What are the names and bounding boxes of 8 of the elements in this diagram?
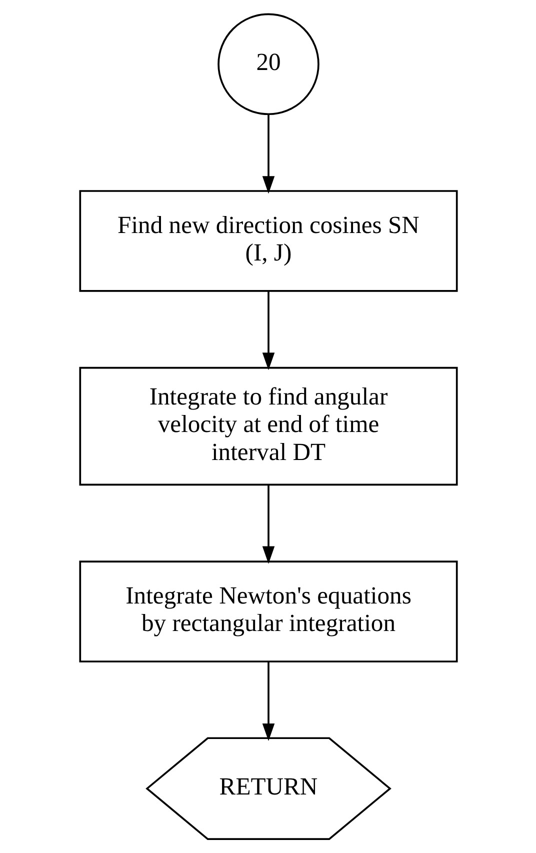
arrow (262, 484, 274, 564)
arrow (262, 114, 274, 194)
node-box: Integrate Newton's equations by rectangular integration (78, 560, 458, 662)
arrow (262, 662, 274, 742)
node-circle: 20 (217, 13, 319, 116)
node-box: Find new direction cosines SN (I, J) (78, 190, 458, 292)
node-box: Integrate to find angular velocity at end of time interval DT (78, 366, 458, 486)
arrow (262, 291, 274, 370)
